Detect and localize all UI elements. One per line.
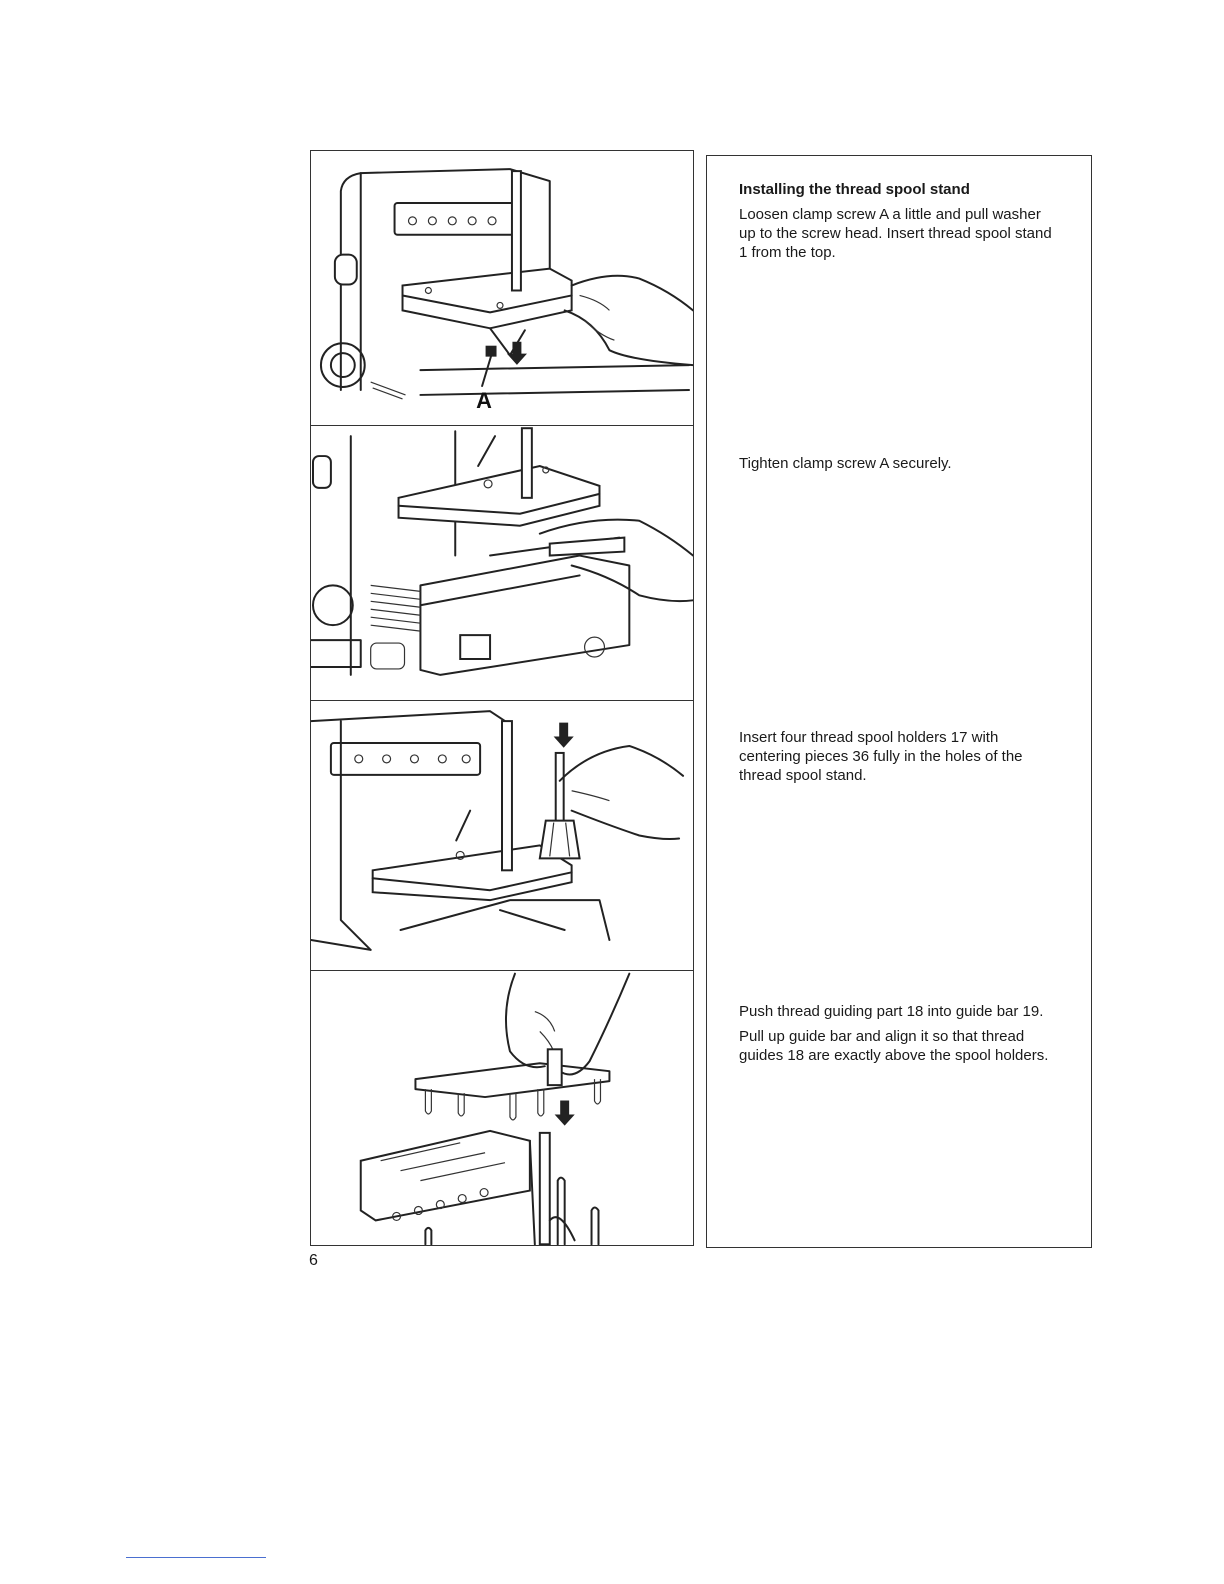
instruction-step-3: Insert four thread spool holders 17 with… — [739, 728, 1059, 791]
clamp-screw-tighten-illustration — [311, 427, 693, 676]
figure-panel-2 — [311, 426, 693, 701]
illustration-column: A — [310, 150, 694, 1246]
step-2-text: Tighten clamp screw A securely. — [739, 455, 952, 472]
hand-icon — [505, 972, 631, 1076]
step-3-text: Insert four thread spool holders 17 with… — [739, 729, 1023, 784]
figure-panel-3 — [311, 701, 693, 971]
down-arrow-icon — [553, 722, 574, 748]
spool-holder-icon — [538, 751, 581, 860]
figure-panel-1: A — [311, 151, 693, 426]
instruction-step-2: Tighten clamp screw A securely. — [739, 454, 1059, 479]
down-arrow-icon — [506, 341, 527, 365]
thread-guide-attach-illustration — [359, 972, 631, 1245]
step-4-text-a: Push thread guiding part 18 into guide b… — [739, 1003, 1044, 1020]
spool-holder-insert-illustration — [311, 710, 685, 951]
guide-bar-frame-icon — [414, 1062, 611, 1121]
footer-rule — [126, 1557, 266, 1558]
figure-panel-4 — [311, 971, 693, 1245]
thread-guide-hooks-icon — [354, 754, 471, 764]
callout-label-a: A — [476, 388, 492, 413]
down-arrow-icon — [554, 1100, 575, 1126]
thread-guide-hooks-icon — [391, 1187, 489, 1222]
instruction-step-4: Push thread guiding part 18 into guide b… — [739, 1002, 1059, 1071]
vent-grille-icon — [370, 584, 421, 632]
hand-icon — [563, 274, 693, 367]
spool-stand-insert-illustration: A — [319, 168, 693, 413]
hand-icon — [558, 744, 685, 841]
instruction-step-1: Installing the thread spool stand Loosen… — [739, 180, 1059, 268]
instructions-column: Installing the thread spool stand Loosen… — [706, 155, 1092, 1248]
step-1-text: Loosen clamp screw A a little and pull w… — [739, 206, 1052, 261]
thread-guide-hooks-icon — [407, 216, 497, 226]
hand-with-screwdriver-icon — [489, 518, 693, 603]
page-number: 6 — [309, 1252, 318, 1269]
section-heading: Installing the thread spool stand — [739, 181, 970, 198]
step-4-text-b: Pull up guide bar and align it so that t… — [739, 1028, 1049, 1064]
